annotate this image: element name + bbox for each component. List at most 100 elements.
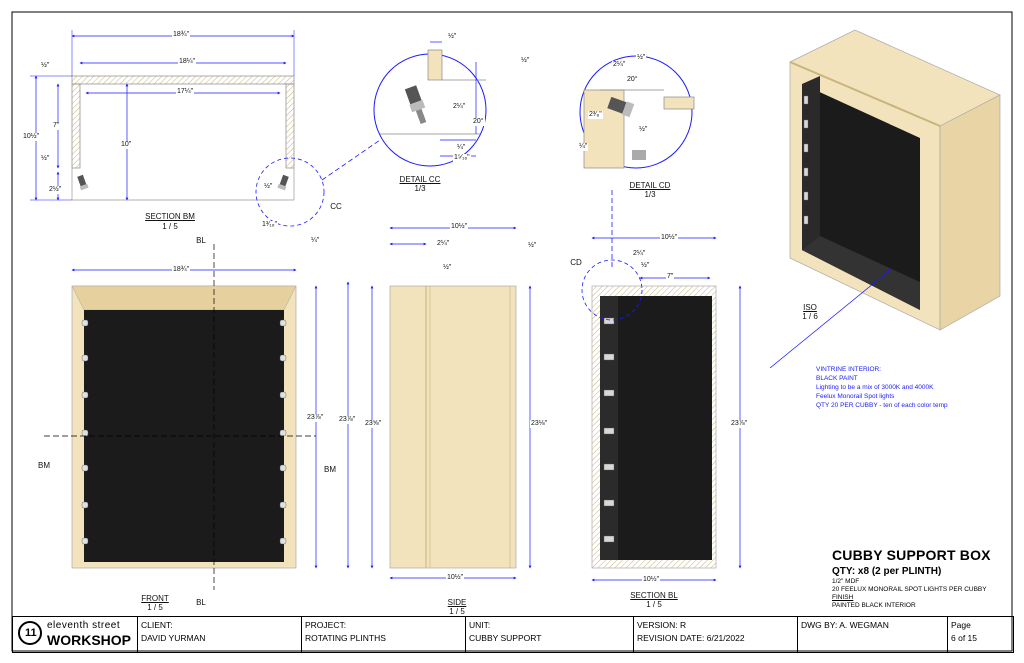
revision-date: REVISION DATE: 6/21/2022	[637, 633, 745, 643]
spec-finish: PAINTED BLACK INTERIOR	[832, 602, 916, 609]
iso-view	[789, 29, 1001, 331]
client-label: CLIENT:	[141, 620, 173, 630]
spec-lights: 20 FEELUX MONORAIL SPOT LIGHTS PER CUBBY	[832, 586, 987, 593]
dim-side-half: ½"	[442, 264, 453, 272]
dim-cd-half-top: ½"	[636, 54, 647, 62]
dim-side-width-top: 10½"	[450, 223, 469, 231]
front-scale: 1 / 5	[147, 603, 163, 612]
title-block-version: VERSION: R REVISION DATE: 6/21/2022	[633, 617, 798, 652]
dim-front-width: 18¾"	[172, 266, 191, 274]
detail-cd-view	[579, 55, 695, 169]
note-line-3: Lighting to be a mix of 3000K and 4000K	[816, 384, 934, 391]
dim-side-half-right: ½"	[527, 242, 538, 250]
note-line-1: VINTRINE INTERIOR:	[816, 366, 882, 373]
note-line-2: BLACK PAINT	[816, 375, 858, 382]
dim-side-height-left: 23⅞"	[338, 416, 357, 424]
section-bl-label: SECTION BL	[630, 591, 678, 600]
dim-front-height: 23⅞"	[306, 414, 325, 422]
logo-line-1: eleventh street	[47, 620, 121, 631]
dim-bl-width-bottom: 10½"	[642, 576, 661, 584]
note-line-4: Feelux Monorail Spot lights	[816, 393, 895, 400]
project-value: ROTATING PLINTHS	[305, 633, 386, 643]
detail-cc-view	[373, 41, 487, 167]
dim-bm-half: ½"	[40, 62, 51, 70]
dim-cd-20: 20°	[626, 76, 639, 84]
project-label: PROJECT:	[305, 620, 347, 630]
title-block-drawn-by: DWG BY: A. WEGMAN	[797, 617, 948, 652]
sheet-title: CUBBY SUPPORT BOX	[832, 547, 991, 563]
dim-bm-height: 10½"	[22, 133, 41, 141]
front-view	[44, 244, 318, 590]
detail-cd-scale: 1/3	[644, 190, 656, 199]
drawn-by: DWG BY: A. WEGMAN	[801, 620, 889, 630]
dim-cd-half: ½"	[638, 126, 649, 134]
section-bm-view	[30, 30, 295, 201]
sheet-qty: QTY: x8 (2 per PLINTH)	[832, 566, 942, 577]
section-bl-view	[581, 236, 742, 582]
dim-side-2quarter: 2¼"	[436, 240, 451, 248]
dim-cd-2quarter: 2¼"	[612, 61, 627, 69]
section-bm-label: SECTION BM	[145, 212, 195, 221]
dim-bm-cc-half: ½"	[263, 183, 274, 191]
spot-light-icon	[607, 96, 635, 118]
dim-bl-7: 7"	[666, 273, 675, 281]
title-block-logo: 11 eleventh street WORKSHOP	[13, 617, 138, 652]
dim-bm-10: 10"	[120, 141, 133, 149]
detail-cc-label: DETAIL CC	[399, 175, 441, 184]
side-scale: 1 / 5	[449, 607, 465, 616]
detail-cc-scale: 1/3	[414, 184, 426, 193]
dim-bl-half: ½"	[640, 262, 651, 270]
dim-bl-height: 23⅞"	[730, 420, 749, 428]
spec-material: 1/2" MDF	[832, 578, 860, 585]
title-block-unit: UNIT: CUBBY SUPPORT	[465, 617, 634, 652]
dim-cc-1-5: 1⁵⁄₁₆"	[453, 154, 471, 162]
dim-side-width-bottom: 10½"	[446, 574, 465, 582]
bl-marker-bottom: BL	[196, 598, 206, 607]
logo-mark	[18, 621, 42, 645]
title-block: 11 eleventh street WORKSHOP CLIENT: DAVI…	[12, 616, 1014, 653]
detail-cd-callout: CD	[570, 258, 582, 267]
version-label: VERSION: R	[637, 620, 687, 630]
title-block-project: PROJECT: ROTATING PLINTHS	[301, 617, 466, 652]
sheet-border	[11, 11, 1013, 652]
dim-bm-2half: 2½"	[48, 186, 63, 194]
spot-light-icon	[77, 174, 89, 191]
section-bm-scale: 1 / 5	[162, 222, 178, 231]
dim-bl-width-top: 10½"	[660, 234, 679, 242]
dim-cc-2quarter: 2¼"	[452, 103, 467, 111]
spot-light-icon	[277, 174, 289, 191]
client-value: DAVID YURMAN	[141, 633, 206, 643]
unit-value: CUBBY SUPPORT	[469, 633, 542, 643]
dim-cc-half-top: ½"	[447, 33, 458, 41]
detail-cc-callout: CC	[330, 202, 342, 211]
page-label: Page	[951, 620, 971, 630]
detail-cc-callout-circle	[255, 157, 325, 227]
dim-bm-inner-width: 17¼"	[176, 88, 195, 96]
title-block-page: Page 6 of 15	[947, 617, 1013, 652]
bm-marker-left: BM	[38, 461, 50, 470]
dim-side-height-right: 23⅛"	[530, 420, 549, 428]
dim-cd-quarter: ¼"	[578, 143, 589, 151]
iso-label: ISO	[803, 303, 817, 312]
bl-marker-top: BL	[196, 236, 206, 245]
unit-label: UNIT:	[469, 620, 491, 630]
spec-finish-heading: FINISH	[832, 594, 854, 601]
dim-bm-cc-13: 1³⁄₁₆"	[261, 221, 279, 229]
logo-number: 11	[25, 627, 37, 639]
dim-cd-2-3: 2³⁄₈"	[588, 111, 603, 119]
spot-light-icon	[404, 85, 427, 125]
bm-marker-right: BM	[324, 465, 336, 474]
dim-bm-half-2: ½"	[40, 155, 51, 163]
dim-bl-2quarter: 2¼"	[632, 250, 647, 258]
iso-scale: 1 / 6	[802, 312, 818, 321]
detail-cd-label: DETAIL CD	[629, 181, 671, 190]
logo-line-2: WORKSHOP	[47, 632, 131, 648]
page-value: 6 of 15	[951, 633, 977, 643]
dim-side-height-left-2: 23⅝"	[364, 420, 383, 428]
dim-cc-20: 20°	[472, 118, 485, 126]
dim-bm-cc-quarter: ¼"	[310, 237, 321, 245]
dim-cc-quarter: ¼"	[456, 144, 467, 152]
title-block-client: CLIENT: DAVID YURMAN	[137, 617, 302, 652]
